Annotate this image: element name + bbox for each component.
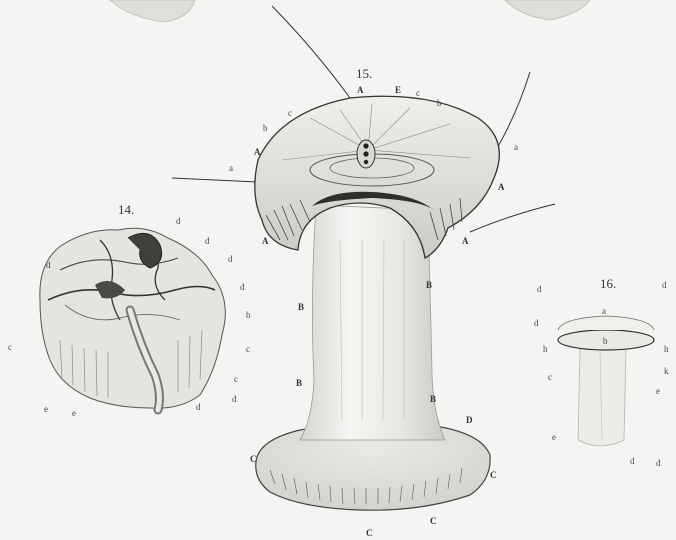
fig16-label-e: e	[656, 386, 660, 396]
figure-14: 14. d d d d d b c c e e d d c	[8, 202, 251, 418]
fig14-label: d	[196, 402, 201, 412]
fig15-label-D: D	[466, 415, 473, 425]
fig16-label-h: h	[664, 344, 669, 354]
fig16-label-h: h	[543, 344, 548, 354]
fig16-label-d: d	[630, 456, 635, 466]
fig15-label-C: C	[490, 470, 497, 480]
top-fragment-left	[110, 0, 195, 22]
fig16-label-d: d	[656, 458, 661, 468]
figure-16: 16. a b d d d h h c k e e d d	[534, 276, 669, 468]
fig15-label-c: c	[288, 108, 292, 118]
fig14-label: e	[44, 404, 48, 414]
fig15-label-E: E	[395, 85, 401, 95]
fig14-label: b	[246, 310, 251, 320]
fig14-label: e	[72, 408, 76, 418]
fig15-label-B: B	[426, 280, 432, 290]
fig14-label: c	[234, 374, 238, 384]
fig16-label-d: d	[537, 284, 542, 294]
fig16-label-a: a	[602, 306, 606, 316]
fig15-label-B: B	[298, 302, 304, 312]
fig16-label-k: k	[664, 366, 669, 376]
fig15-label-C: C	[250, 454, 257, 464]
fig14-label: d	[240, 282, 245, 292]
fig14-label: d	[176, 216, 181, 226]
fig14-label: c	[246, 344, 250, 354]
fig16-label-e: e	[552, 432, 556, 442]
fig15-label-b: b	[263, 123, 268, 133]
figure-16-number: 16.	[600, 276, 616, 291]
fig14-label: d	[228, 254, 233, 264]
top-fragment-right	[505, 0, 590, 20]
fig16-label-b: b	[603, 336, 608, 346]
fig14-label: c	[8, 342, 12, 352]
figure-14-number: 14.	[118, 202, 134, 217]
figure-15: 15.	[172, 6, 555, 538]
fig14-label: d	[205, 236, 210, 246]
figure-15-number: 15.	[356, 66, 372, 81]
fig14-label: d	[232, 394, 237, 404]
fig15-label-A: A	[498, 182, 505, 192]
fig15-label-A: A	[357, 85, 364, 95]
fig16-label-d: d	[534, 318, 539, 328]
fig15-label-c: c	[416, 88, 420, 98]
fig15-label-a: a	[514, 142, 518, 152]
fig16-label-d: d	[662, 280, 667, 290]
fig15-label-A: A	[254, 147, 261, 157]
fig15-label-B: B	[296, 378, 302, 388]
fig15-label-B: B	[430, 394, 436, 404]
fig15-label-C: C	[366, 528, 373, 538]
fig15-central-organ	[357, 140, 375, 168]
fig15-label-b: b	[437, 98, 442, 108]
fig14-label: d	[46, 260, 51, 270]
fig15-label-A: A	[462, 236, 469, 246]
fig16-label-c: c	[548, 372, 552, 382]
fig15-label-C: C	[430, 516, 437, 526]
fig15-label-a: a	[229, 163, 233, 173]
fig15-label-A: A	[262, 236, 269, 246]
